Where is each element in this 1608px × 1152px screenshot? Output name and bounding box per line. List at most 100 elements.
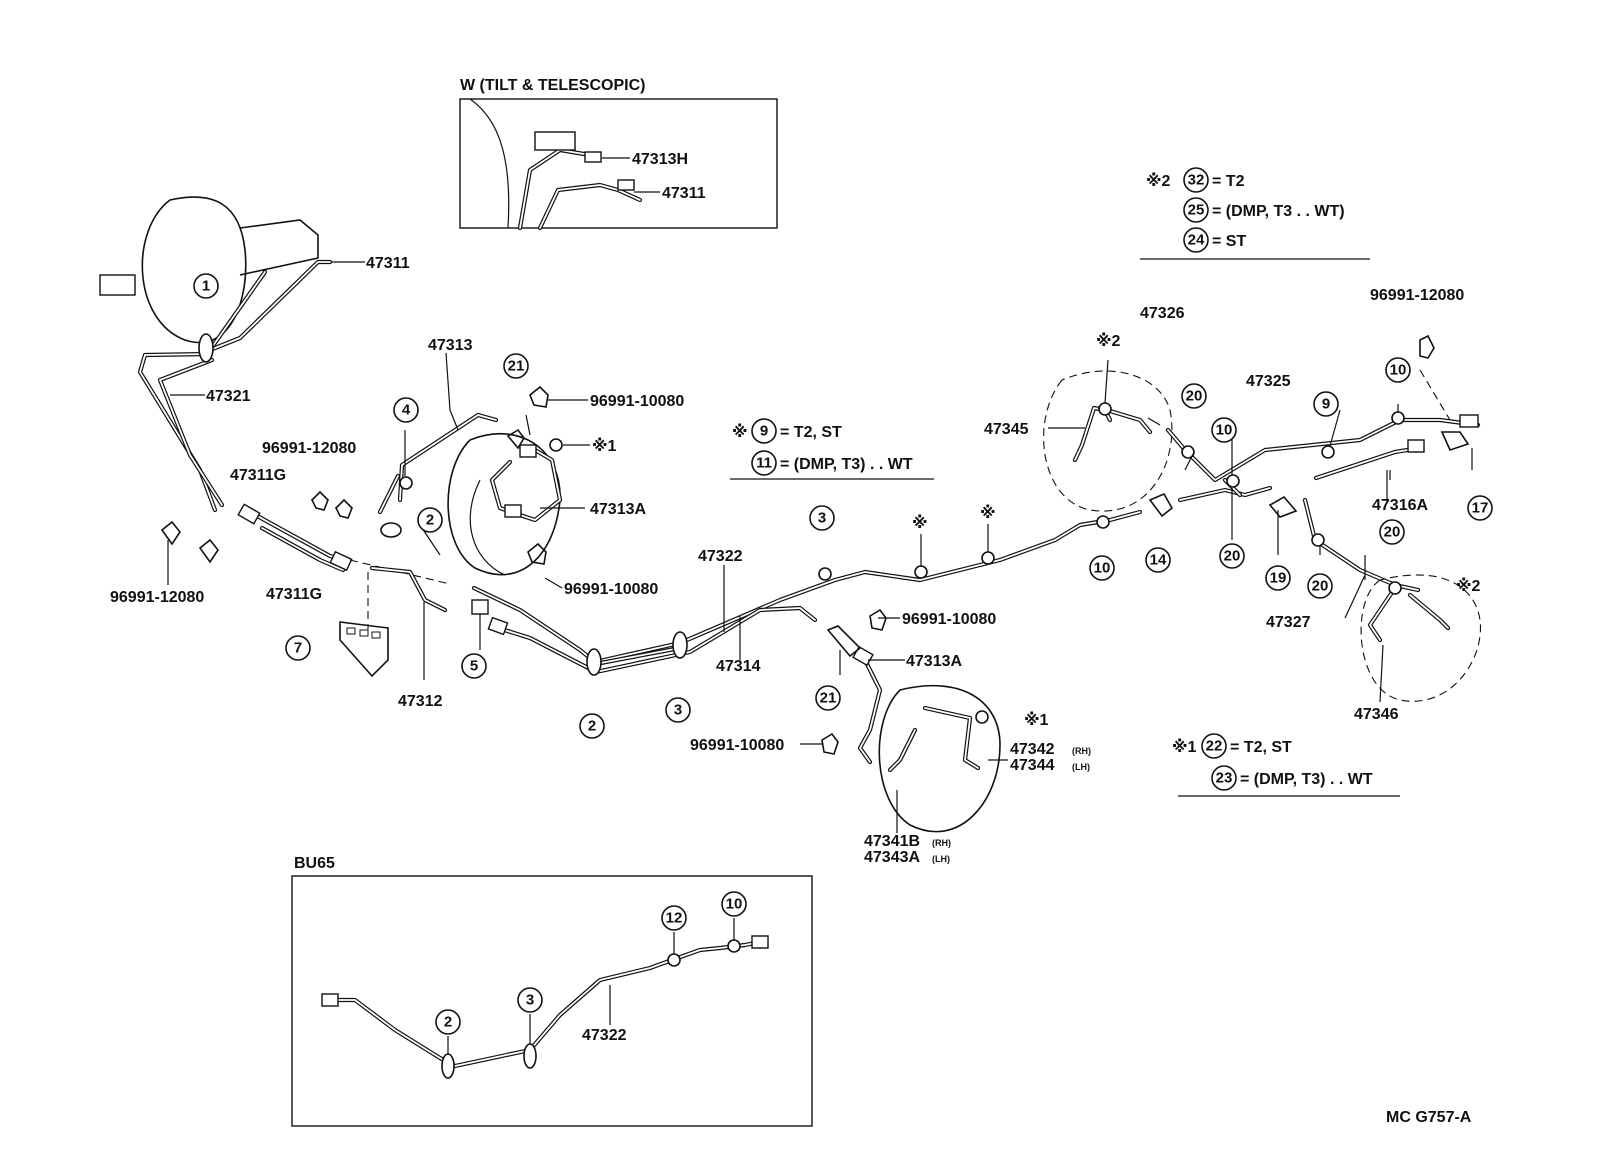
- bu65-label-47322: 47322: [582, 1027, 627, 1044]
- svg-text:※1: ※1: [1172, 738, 1197, 756]
- rear-left-drum-brake: [1043, 359, 1173, 512]
- svg-text:2: 2: [444, 1014, 452, 1031]
- svg-text:21: 21: [820, 690, 837, 707]
- tilt-label-47311: 47311: [662, 185, 706, 202]
- front-left-disc-brake: [377, 352, 590, 650]
- mark-note1-b: ※1: [1024, 711, 1049, 729]
- tilt-label-47313h: 47313H: [632, 151, 688, 168]
- svg-text:1: 1: [202, 278, 210, 295]
- svg-text:11: 11: [756, 455, 772, 472]
- reference-marks: ※1 ※1 ※2 ※2 ※ ※: [592, 332, 1481, 729]
- label-47345: 47345: [984, 421, 1029, 438]
- mark-star-a: ※: [912, 514, 928, 532]
- label-47341b: 47341B: [864, 833, 920, 850]
- svg-text:10: 10: [1390, 362, 1407, 379]
- svg-text:4: 4: [402, 402, 411, 419]
- svg-text:10: 10: [1094, 560, 1111, 577]
- svg-text:= (DMP, T3) . . WT: = (DMP, T3) . . WT: [1240, 771, 1373, 788]
- label-47311g-bottom: 47311G: [266, 586, 322, 603]
- svg-text:20: 20: [1384, 524, 1401, 541]
- callout-14: 14: [1145, 547, 1171, 573]
- main-brake-pipe-run: [471, 509, 1143, 676]
- label-96991-12080-b: 96991-12080: [110, 589, 204, 606]
- bu65-callout-2: 2: [435, 1009, 461, 1035]
- callout-21-b: 21: [815, 685, 841, 711]
- label-96991-10080-c: 96991-10080: [902, 611, 996, 628]
- bu65-inset: BU65 47322 2 3 12 10: [291, 855, 813, 1127]
- mark-star-b: ※: [980, 504, 996, 522]
- callout-2-a: 2: [417, 507, 443, 533]
- label-96991-12080-c: 96991-12080: [1370, 287, 1464, 304]
- callout-10-c: 10: [1385, 357, 1411, 383]
- label-47313: 47313: [428, 337, 473, 354]
- svg-text:= ST: = ST: [1212, 233, 1246, 250]
- label-47341b-side: (RH): [932, 838, 951, 848]
- svg-text:= T2, ST: = T2, ST: [1230, 739, 1292, 756]
- svg-text:2: 2: [426, 512, 434, 529]
- diagram-code: MC G757-A: [1386, 1109, 1472, 1126]
- label-96991-12080-a: 96991-12080: [262, 440, 356, 457]
- svg-text:20: 20: [1186, 388, 1203, 405]
- label-47344-side: (LH): [1072, 762, 1090, 772]
- svg-text:7: 7: [294, 640, 302, 657]
- tilt-telescopic-inset: W (TILT & TELESCOPIC) 47313H 47311: [459, 77, 778, 231]
- label-47343a: 47343A: [864, 849, 920, 866]
- bu65-callout-3: 3: [517, 987, 543, 1013]
- front-left-brake-lines: [160, 490, 451, 680]
- svg-text:14: 14: [1150, 552, 1167, 569]
- part-labels: 47311 47321 47313 96991-10080 47313A 969…: [110, 255, 1464, 866]
- label-47313a-mid: 47313A: [906, 653, 962, 670]
- mark-note2-b: ※2: [1456, 577, 1481, 595]
- callout-10-a: 10: [1089, 555, 1115, 581]
- callout-2-b: 2: [579, 713, 605, 739]
- callout-10-b: 10: [1211, 417, 1237, 443]
- tilt-inset-title: W (TILT & TELESCOPIC): [460, 77, 645, 94]
- label-47314: 47314: [716, 658, 761, 675]
- brake-booster-master-cylinder: [99, 196, 333, 513]
- legend-mid: ※ 9 = T2, ST 11 = (DMP, T3) . . WT: [730, 418, 934, 480]
- svg-text:10: 10: [726, 896, 743, 913]
- svg-text:10: 10: [1216, 422, 1233, 439]
- callout-19: 19: [1265, 565, 1291, 591]
- rear-axle-brake-lines: [1147, 334, 1482, 703]
- label-96991-10080-a: 96991-10080: [590, 393, 684, 410]
- callout-20-c: 20: [1307, 573, 1333, 599]
- svg-text:3: 3: [818, 510, 826, 527]
- svg-text:2: 2: [588, 718, 596, 735]
- svg-text:= T2, ST: = T2, ST: [780, 424, 842, 441]
- svg-text:23: 23: [1216, 770, 1233, 787]
- label-47312: 47312: [398, 693, 443, 710]
- label-47321: 47321: [206, 388, 251, 405]
- mark-note1-a: ※1: [592, 437, 617, 455]
- svg-text:24: 24: [1188, 232, 1205, 249]
- svg-text:21: 21: [508, 358, 525, 375]
- callout-17: 17: [1467, 495, 1493, 521]
- callout-5: 5: [461, 653, 487, 679]
- callout-4: 4: [393, 397, 419, 423]
- label-47322: 47322: [698, 548, 743, 565]
- svg-text:3: 3: [674, 702, 682, 719]
- label-47346: 47346: [1354, 706, 1399, 723]
- label-47327: 47327: [1266, 614, 1311, 631]
- legend-top-right: ※2 32 = T2 25 = (DMP, T3 . . WT) 24 = ST: [1140, 167, 1370, 260]
- label-47311: 47311: [366, 255, 410, 272]
- label-47342-side: (RH): [1072, 746, 1091, 756]
- callout-20-d: 20: [1379, 519, 1405, 545]
- svg-text:12: 12: [666, 910, 683, 927]
- callout-20-a: 20: [1181, 383, 1207, 409]
- label-47344: 47344: [1010, 757, 1055, 774]
- svg-text:19: 19: [1270, 570, 1287, 587]
- callout-3-b: 3: [809, 505, 835, 531]
- callout-7: 7: [285, 635, 311, 661]
- svg-text:22: 22: [1206, 738, 1223, 755]
- svg-text:32: 32: [1188, 172, 1205, 189]
- callout-21-a: 21: [503, 353, 529, 379]
- svg-text:9: 9: [760, 423, 768, 440]
- bu65-title: BU65: [294, 855, 335, 872]
- bu65-callout-10: 10: [721, 891, 747, 917]
- callout-9: 9: [1313, 391, 1339, 417]
- label-47316a: 47316A: [1372, 497, 1428, 514]
- svg-text:17: 17: [1472, 500, 1489, 517]
- front-right-disc-brake: [800, 608, 1008, 833]
